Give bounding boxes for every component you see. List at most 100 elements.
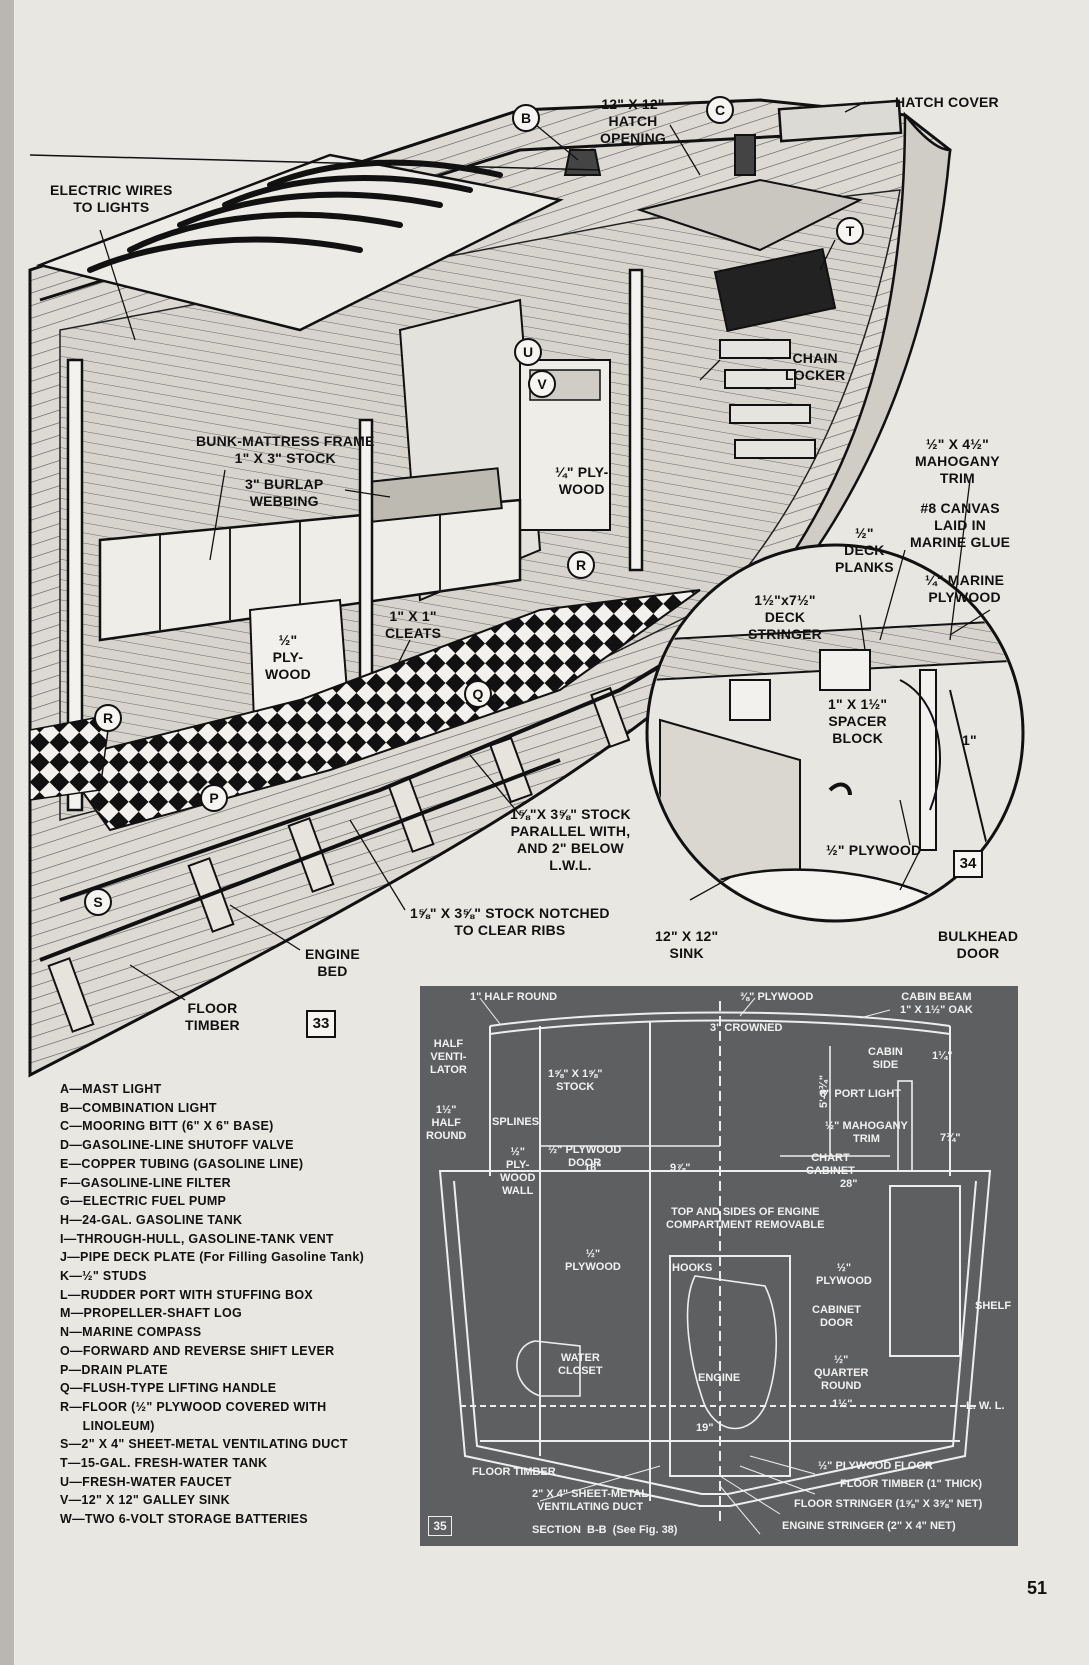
label-hatch-cover: HATCH COVER xyxy=(895,94,999,110)
callout-c: C xyxy=(706,96,734,124)
section-chart-cabinet: CHART CABINET xyxy=(806,1152,855,1177)
label-burlap: 3" BURLAP WEBBING xyxy=(245,476,324,509)
label-cleats: 1" X 1" CLEATS xyxy=(385,608,442,641)
section-half-plywood-right: ½" PLYWOOD xyxy=(816,1262,872,1287)
section-crowned: 3" CROWNED xyxy=(710,1022,783,1034)
legend-item: C—MOORING BITT (6" X 6" BASE) xyxy=(60,1119,274,1134)
section-sixteen: 16" xyxy=(584,1162,602,1174)
legend-item: N—MARINE COMPASS xyxy=(60,1325,202,1340)
section-floor-timber-thick: FLOOR TIMBER (1" THICK) xyxy=(840,1478,983,1490)
label-floor-timber: FLOOR TIMBER xyxy=(185,1000,240,1033)
label-electric-wires: ELECTRIC WIRES TO LIGHTS xyxy=(50,182,173,215)
section-engine-stringer: ENGINE STRINGER (2" X 4" NET) xyxy=(782,1520,956,1532)
legend-item: Q—FLUSH-TYPE LIFTING HANDLE xyxy=(60,1381,277,1396)
label-canvas: #8 CANVAS LAID IN MARINE GLUE xyxy=(910,500,1011,550)
legend-item: I—THROUGH-HULL, GASOLINE-TANK VENT xyxy=(60,1231,334,1246)
section-half-round: 1" HALF ROUND xyxy=(470,991,558,1003)
callout-v: V xyxy=(528,370,556,398)
label-quarter-plywood: ¼" PLY- WOOD xyxy=(555,464,609,497)
callout-p: P xyxy=(200,784,228,812)
page-binding-edge xyxy=(0,0,14,1665)
section-one-half: 1½" xyxy=(832,1398,853,1410)
section-plywood-wall: ½" PLY- WOOD WALL xyxy=(500,1146,536,1197)
section-vent-duct: 2" X 4" SHEET-METAL VENTILATING DUCT xyxy=(532,1488,648,1513)
label-deck-stringer: 1½"x7½" DECK STRINGER xyxy=(748,592,822,642)
section-plywood-door: ½" PLYWOOD DOOR xyxy=(548,1144,622,1169)
label-stock-notched: 1⅝" X 3⅝" STOCK NOTCHED TO CLEAR RIBS xyxy=(410,905,610,938)
parts-legend: A—MAST LIGHT B—COMBINATION LIGHT C—MOORING… xyxy=(60,1080,440,1529)
callout-q: Q xyxy=(464,680,492,708)
legend-item: O—FORWARD AND REVERSE SHIFT LEVER xyxy=(60,1343,335,1358)
section-half-round-1half: 1½" HALF ROUND xyxy=(426,1104,467,1142)
page-number: 51 xyxy=(1026,1578,1047,1598)
section-cabin-beam: CABIN BEAM 1" X 1½" OAK xyxy=(900,991,973,1016)
legend-item: M—PROPELLER-SHAFT LOG xyxy=(60,1306,242,1321)
legend-item: B—COMBINATION LIGHT xyxy=(60,1100,217,1115)
section-mahogany-trim: ½" MAHOGANY TRIM xyxy=(825,1120,908,1145)
cutaway-drawing xyxy=(28,98,952,1078)
legend-item: D—GASOLINE-LINE SHUTOFF VALVE xyxy=(60,1138,294,1153)
label-bunk-frame: BUNK-MATTRESS FRAME 1" X 3" STOCK xyxy=(196,433,375,466)
legend-item: T—15-GAL. FRESH-WATER TANK xyxy=(60,1456,268,1471)
callout-s: S xyxy=(84,888,112,916)
label-chain-locker: CHAIN LOCKER xyxy=(785,350,846,383)
legend-item: E—COPPER TUBING (GASOLINE LINE) xyxy=(60,1156,304,1171)
section-drawing xyxy=(438,997,992,1535)
callout-r-upper: R xyxy=(567,551,595,579)
legend-item: R—FLOOR (½" PLYWOOD COVERED WITH LINOLEU… xyxy=(60,1399,327,1433)
section-lwl: L. W. L. xyxy=(966,1400,1005,1412)
section-floor-timber-left: FLOOR TIMBER xyxy=(472,1466,556,1478)
section-seven-three-quarter: 7¾" xyxy=(940,1132,961,1144)
section-nine-seven-eighths: 9⅞" xyxy=(670,1162,691,1174)
figure-33-cutaway: ELECTRIC WIRES TO LIGHTS 12" X 12" HATCH… xyxy=(28,94,999,1078)
callout-t: T xyxy=(836,217,864,245)
callout-r-lower: R xyxy=(94,704,122,732)
callout-u: U xyxy=(514,338,542,366)
label-one-inch: 1" xyxy=(962,732,977,748)
section-stock: 1⅝" X 1⅝" STOCK xyxy=(548,1068,603,1093)
section-half-plywood-left: ½" PLYWOOD xyxy=(565,1248,621,1273)
legend-item: W—TWO 6-VOLT STORAGE BATTERIES xyxy=(60,1512,308,1527)
section-half-ventilator: HALF VENTI- LATOR xyxy=(430,1038,467,1076)
section-engine: ENGINE xyxy=(698,1372,741,1384)
section-engine-compartment: TOP AND SIDES OF ENGINE COMPARTMENT REMO… xyxy=(666,1206,825,1231)
legend-item: K—½" STUDS xyxy=(60,1269,147,1284)
section-port-light: 8" PORT LIGHT xyxy=(820,1088,901,1100)
label-hatch-opening: 12" X 12" HATCH OPENING xyxy=(600,96,666,146)
section-water-closet: WATER CLOSET xyxy=(558,1352,603,1377)
label-engine-bed: ENGINE BED xyxy=(305,946,360,979)
legend-item: V—12" X 12" GALLEY SINK xyxy=(60,1493,230,1508)
figure-35-section: 1" HALF ROUND ⅜" PLYWOOD CABIN BEAM 1" X… xyxy=(420,986,1018,1546)
section-splines: SPLINES xyxy=(492,1116,540,1128)
section-cabinet-door: CABINET DOOR xyxy=(812,1304,861,1329)
label-bulkhead-door: BULKHEAD DOOR xyxy=(938,928,1019,961)
callout-b: B xyxy=(512,104,540,132)
legend-item: G—ELECTRIC FUEL PUMP xyxy=(60,1194,227,1209)
label-marine-plywood: ¼" MARINE PLYWOOD xyxy=(925,572,1005,605)
label-half-plywood: ½" PLY- WOOD xyxy=(265,632,311,682)
legend-item: A—MAST LIGHT xyxy=(60,1082,162,1096)
legend-item: H—24-GAL. GASOLINE TANK xyxy=(60,1212,243,1227)
section-hooks: HOOKS xyxy=(672,1262,713,1274)
label-mahogany-trim: ½" X 4½" MAHOGANY TRIM xyxy=(915,436,1000,486)
figure-35-number: 35 xyxy=(428,1516,452,1536)
label-stock-parallel: 1⅝"X 3⅝" STOCK PARALLEL WITH, AND 2" BEL… xyxy=(510,806,631,873)
section-nineteen: 19" xyxy=(696,1422,714,1434)
figure-34-number: 34 xyxy=(953,850,983,878)
figure-33-number: 33 xyxy=(306,1010,336,1038)
section-height: 5'-3¾" xyxy=(818,1075,830,1108)
label-deck-planks: ½" DECK PLANKS xyxy=(835,525,894,575)
legend-item: U—FRESH-WATER FAUCET xyxy=(60,1474,232,1489)
section-plywood-38: ⅜" PLYWOOD xyxy=(740,991,814,1003)
legend-item: F—GASOLINE-LINE FILTER xyxy=(60,1175,231,1190)
legend-item: S—2" X 4" SHEET-METAL VENTILATING DUCT xyxy=(60,1437,348,1452)
section-twenty-eight: 28" xyxy=(840,1178,858,1190)
section-plywood-floor: ½" PLYWOOD FLOOR xyxy=(818,1460,933,1472)
section-caption: SECTION B-B (See Fig. 38) xyxy=(532,1524,678,1536)
label-spacer-block: 1" X 1½" SPACER BLOCK xyxy=(828,696,888,746)
section-one-quarter: 1¼" xyxy=(932,1050,953,1062)
legend-item: P—DRAIN PLATE xyxy=(60,1362,168,1377)
section-floor-stringer: FLOOR STRINGER (1⅝" X 3⅝" NET) xyxy=(794,1498,983,1510)
label-sink: 12" X 12" SINK xyxy=(655,928,719,961)
section-cabin-side: CABIN SIDE xyxy=(868,1046,903,1071)
